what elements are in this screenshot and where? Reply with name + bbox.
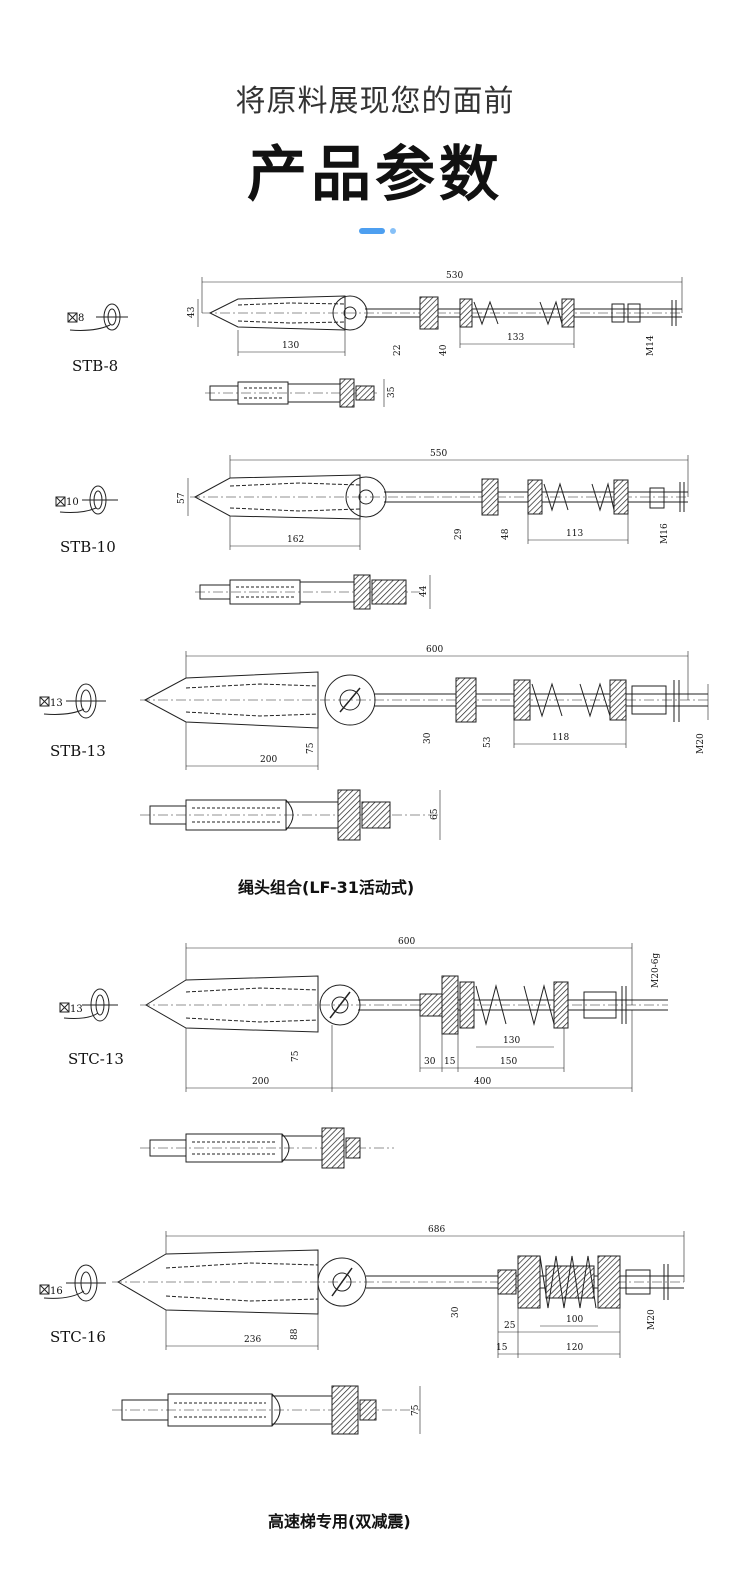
caption-group-2: 高速梯专用(双减震) — [268, 1512, 411, 1531]
stc-16-dim-sq1: 30 — [451, 1306, 461, 1318]
stb-8-dim-thread: M14 — [646, 335, 656, 356]
stc-16-dim-body: 236 — [244, 1335, 261, 1345]
accent-bar — [359, 228, 385, 234]
stc-13-dim-15: 15 — [444, 1057, 456, 1067]
stc-16-dim-100: 100 — [566, 1315, 583, 1325]
caption-group-1: 绳头组合(LF-31活动式) — [238, 878, 415, 897]
stb-8-dim-side: 35 — [387, 386, 397, 398]
stb-13-dim-body: 200 — [260, 755, 277, 765]
stc-16-dim-total: 686 — [428, 1225, 445, 1235]
stb-10-dim-sq2: 48 — [501, 528, 511, 540]
stb-8-dim-sq2: 40 — [439, 344, 449, 356]
stc-16-dim-width: 88 — [290, 1328, 300, 1340]
stb-10-dim-total: 550 — [430, 449, 447, 459]
stb-10-dim-sq1: 29 — [454, 528, 464, 540]
stc-16-section-label: 16 — [50, 1286, 63, 1297]
model-name-stc-16: STC-16 — [50, 1328, 106, 1346]
stc-16-dim-25: 25 — [504, 1321, 516, 1331]
stb-13-dim-total: 600 — [426, 645, 443, 655]
stb-10-dim-spring: 113 — [566, 529, 583, 539]
stc-13-dim-150: 150 — [500, 1057, 517, 1067]
stc-13-section-icon — [59, 988, 118, 1022]
stb-8-dim-width: 43 — [187, 306, 197, 318]
stc-16-drawing — [39, 1231, 685, 1435]
stc-16-dim-thread: M20 — [647, 1309, 657, 1330]
stb-13-dim-thread: M20 — [696, 733, 706, 754]
stb-13-dim-width: 75 — [306, 742, 316, 754]
model-name-stb-10: STB-10 — [60, 538, 116, 556]
stc-16-dim-15: 15 — [496, 1343, 508, 1353]
stb-8-section-label: 8 — [78, 313, 84, 324]
stb-8-section-icon — [67, 303, 128, 331]
model-name-stb-8: STB-8 — [72, 357, 119, 375]
stb-13-dim-spring: 118 — [552, 733, 569, 743]
page-title: 产品参数 — [247, 140, 503, 210]
stb-13-dim-sq2: 53 — [483, 736, 493, 748]
stb-10-dim-side: 44 — [419, 585, 429, 597]
stb-8-dim-spring: 133 — [507, 333, 524, 343]
stc-13-dim-total: 600 — [398, 937, 415, 947]
model-name-stb-13: STB-13 — [50, 742, 106, 760]
stb-10-dim-width: 57 — [177, 492, 187, 504]
stb-10-dim-body: 162 — [287, 535, 304, 545]
stc-16-section-icon — [39, 1264, 106, 1302]
stc-13-drawing — [59, 943, 668, 1169]
stb-10-dim-thread: M16 — [660, 523, 670, 544]
stc-16-dim-120: 120 — [566, 1343, 583, 1353]
page-subtitle: 将原料展现您的面前 — [235, 84, 515, 119]
stc-13-dim-rest: 400 — [474, 1077, 491, 1087]
stb-10-section-label: 10 — [66, 497, 79, 508]
stb-10-drawing — [55, 455, 689, 610]
stb-10-section-icon — [55, 485, 118, 515]
stc-13-dim-130: 130 — [503, 1036, 520, 1046]
stb-13-dim-sq1: 30 — [423, 732, 433, 744]
accent-dot — [390, 228, 396, 234]
stb-8-drawing — [67, 277, 683, 408]
stb-13-drawing — [39, 651, 709, 841]
stc-13-dim-thread: M20-6g — [651, 953, 661, 988]
stb-8-dim-body: 130 — [282, 341, 299, 351]
stb-13-dim-side: 65 — [430, 808, 440, 820]
stb-13-section-label: 13 — [50, 698, 63, 709]
stc-13-dim-30: 30 — [424, 1057, 436, 1067]
stc-13-dim-body: 200 — [252, 1077, 269, 1087]
stc-13-dim-width: 75 — [291, 1050, 301, 1062]
stc-13-section-label: 13 — [70, 1004, 83, 1015]
stb-8-dim-sq1: 22 — [393, 345, 403, 356]
stb-8-dim-total: 530 — [446, 271, 463, 281]
model-name-stc-13: STC-13 — [68, 1050, 124, 1068]
stb-13-section-icon — [39, 683, 106, 719]
stc-16-dim-side: 75 — [411, 1404, 421, 1416]
